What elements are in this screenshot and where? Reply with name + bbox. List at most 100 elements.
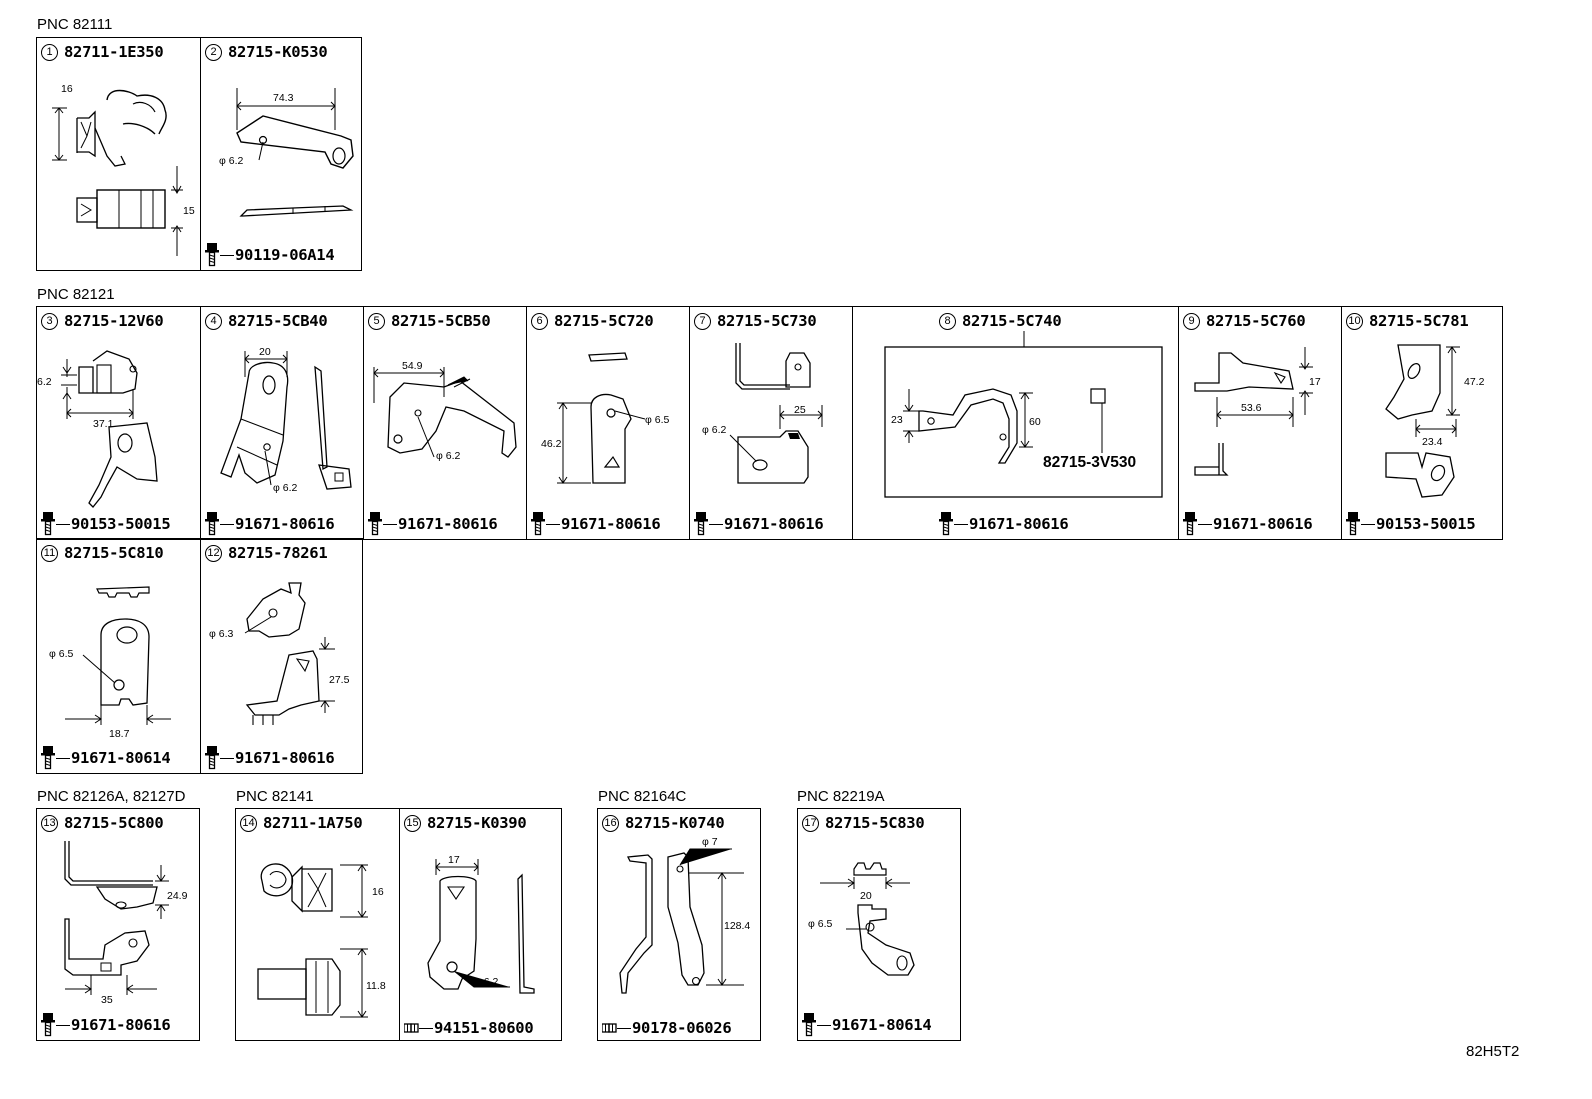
fastener-part-number[interactable]: 91671-80616 [1213,515,1313,533]
fastener-part-number[interactable]: 91671-80616 [724,515,824,533]
part-number[interactable]: 82715-K0390 [427,814,527,832]
fastener-part-number[interactable]: 91671-80616 [969,515,1069,533]
part-number[interactable]: 82715-5C800 [64,814,164,832]
flange-bolt-icon [802,1013,817,1037]
fastener-row: 91671-80614 [802,1013,932,1037]
fastener-row: 90153-50015 [1346,512,1476,536]
part-number[interactable]: 82715-78261 [228,544,328,562]
fastener-row: 91671-80616 [368,512,498,536]
item-number: 15 [404,814,421,832]
bracket-sketch-icon: 17 53.6 [1194,347,1321,476]
bracket-sketch-icon: 20 φ 6.2 [220,346,352,494]
fastener-part-number[interactable]: 94151-80600 [434,1019,534,1037]
dim-label: φ 6.2 [436,450,460,462]
flange-bolt-icon [1346,512,1361,536]
part-number[interactable]: 82715-5C810 [64,544,164,562]
item-number: 14 [240,814,257,832]
part-number[interactable]: 82711-1E350 [64,43,164,61]
pnc-label-82126a-82127d: PNC 82126A, 82127D [37,788,186,805]
bracket-sketch-icon: 23 60 82715-3V530 [884,331,1163,498]
part-cell-16: 16 82715-K0740 φ 7 128.4 90178-06026 [598,809,760,1040]
fastener-row: 91671-80616 [939,512,1069,536]
item-number: 10 [1346,312,1363,330]
part-number[interactable]: 82715-5C781 [1369,312,1469,330]
item-number: 3 [41,312,58,330]
dim-label: 24.9 [167,890,188,902]
bracket-sketch-icon: φ 7 128.4 [619,836,750,994]
part-cell-15: 15 82715-K0390 17 φ 6.2 94151-80600 [399,809,561,1040]
nut-icon [404,1023,419,1033]
fastener-part-number[interactable]: 91671-80614 [71,749,171,767]
fastener-part-number[interactable]: 91671-80616 [398,515,498,533]
dim-label: 23 [891,414,903,426]
fastener-row: 94151-80600 [404,1019,534,1037]
fastener-part-number[interactable]: 90153-50015 [71,515,171,533]
flange-bolt-icon [41,512,56,536]
bracket-sketch-icon: 6.2 37.1 [37,350,158,508]
part-number[interactable]: 82715-K0740 [625,814,725,832]
fastener-row: 90153-50015 [41,512,171,536]
fastener-part-number[interactable]: 90119-06A14 [235,246,335,264]
fastener-row: 91671-80616 [205,512,335,536]
dim-label: 17 [448,854,460,866]
flange-bolt-icon [205,746,220,770]
part-number[interactable]: 82715-5CB40 [228,312,328,330]
dim-label: φ 6.2 [219,155,243,167]
dim-label: 20 [860,890,872,902]
item-number: 11 [41,544,58,562]
fastener-part-number[interactable]: 91671-80616 [71,1016,171,1034]
fastener-part-number[interactable]: 91671-80614 [832,1016,932,1034]
pnc-label-82111: PNC 82111 [37,16,113,33]
flange-bolt-icon [41,746,56,770]
fastener-row: 91671-80616 [531,512,661,536]
bracket-sketch-icon: φ 6.5 46.2 [541,352,669,484]
part-number[interactable]: 82715-5CB50 [391,312,491,330]
dim-label: 15 [183,205,195,217]
part-cell-3: 3 82715-12V60 6.2 37.1 90153-50015 [37,307,200,539]
item-number: 12 [205,544,222,562]
item-number: 9 [1183,312,1200,330]
bracket-sketch-icon: 47.2 23.4 [1385,344,1485,498]
part-cell-10: 10 82715-5C781 47.2 23.4 90153-50015 [1341,307,1502,539]
bracket-sketch-icon: 54.9 φ 6.2 [373,360,517,462]
dim-label: 46.2 [541,438,562,450]
item-number: 16 [602,814,619,832]
part-number[interactable]: 82715-5C830 [825,814,925,832]
fastener-part-number[interactable]: 91671-80616 [235,749,335,767]
bracket-sketch-icon: 17 φ 6.2 [427,854,535,994]
fastener-row: 90119-06A14 [205,243,335,267]
fastener-part-number[interactable]: 91671-80616 [235,515,335,533]
bracket-sketch-icon: 74.3 φ 6.2 [219,88,354,217]
item-number: 8 [939,312,956,330]
bracket-sketch-icon: 24.9 35 [64,841,188,1006]
sub-part-number[interactable]: 82715-3V530 [1043,454,1136,471]
flange-bolt-icon [41,1013,56,1037]
fastener-part-number[interactable]: 90153-50015 [1376,515,1476,533]
part-number[interactable]: 82715-5C760 [1206,312,1306,330]
fastener-row: 91671-80616 [41,1013,171,1037]
part-number[interactable]: 82715-K0530 [228,43,328,61]
dim-label: φ 6.2 [273,482,297,494]
part-number[interactable]: 82715-5C730 [717,312,817,330]
fastener-part-number[interactable]: 91671-80616 [561,515,661,533]
pnc-label-82141: PNC 82141 [236,788,314,805]
part-cell-8: 8 82715-5C740 23 60 82715-3V530 91671-806… [852,307,1178,539]
dim-label: 74.3 [273,92,294,104]
part-number[interactable]: 82715-12V60 [64,312,164,330]
item-number: 1 [41,43,58,61]
dim-label: 16 [372,886,384,898]
item-number: 2 [205,43,222,61]
part-number[interactable]: 82711-1A750 [263,814,363,832]
flange-bolt-icon [531,512,546,536]
dim-label: 11.8 [366,980,386,992]
part-number[interactable]: 82715-5C720 [554,312,654,330]
part-number[interactable]: 82715-5C740 [962,312,1062,330]
fastener-part-number[interactable]: 90178-06026 [632,1019,732,1037]
